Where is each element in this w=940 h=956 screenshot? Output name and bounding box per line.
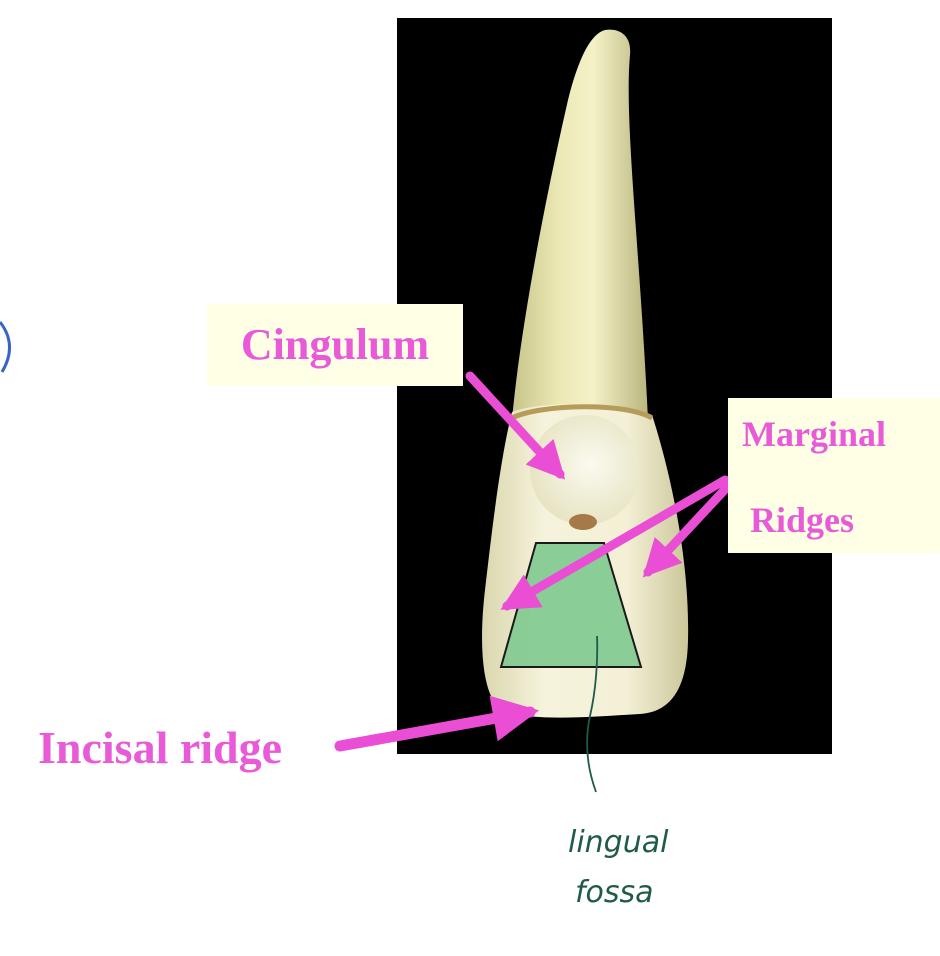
marginal-label-line1: Marginal xyxy=(742,414,886,454)
marginal-label-line2: Ridges xyxy=(750,500,855,540)
cementoenamel-junction xyxy=(510,404,654,421)
marginal-arrow-left xyxy=(500,475,730,611)
fossa-pointer-line xyxy=(586,635,599,793)
marginal-arrow-right xyxy=(642,479,735,578)
cingulum-label: Cingulum xyxy=(207,304,463,386)
incisal-arrow xyxy=(334,695,540,752)
marginal-ridges-label: Marginal Ridges xyxy=(728,398,940,553)
cingulum-arrow xyxy=(465,371,566,480)
lingual-fossa-shape xyxy=(499,542,643,668)
tooth-root xyxy=(512,29,649,435)
cingulum-area xyxy=(530,415,640,525)
edge-circle-icon xyxy=(0,321,11,373)
cingulum-shadow xyxy=(569,514,597,530)
handwritten-fossa: fossa xyxy=(575,875,654,910)
handwritten-lingual: lingual xyxy=(568,825,669,860)
incisal-ridge-label: Incisal ridge xyxy=(38,722,283,773)
